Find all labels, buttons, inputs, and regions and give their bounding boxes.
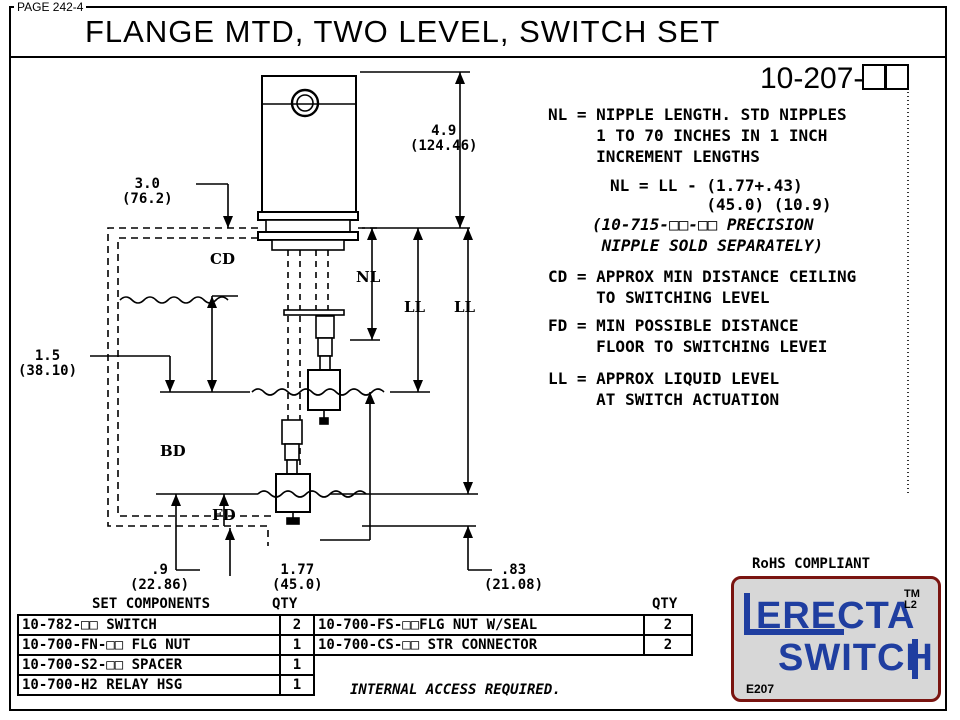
left-part: 10-782-□□ SWITCH [17,614,281,636]
arrow-icon [455,216,465,228]
qty-header-right: QTY [652,596,678,612]
right-qty: 2 [643,614,693,636]
note-formula-1: NL = LL - (1.77+.43) [610,176,803,195]
note-nl-1: NL = NIPPLE LENGTH. STD NIPPLES [548,105,847,124]
label-cd: CD [210,250,235,268]
rohs-label: RoHS COMPLIANT [752,556,871,572]
arrow-icon [225,528,235,540]
arrow-icon [367,328,377,340]
part-number-box [885,64,910,90]
label-ll-a: LL [404,298,426,316]
left-qty: 1 [279,654,315,676]
components-table: 10-782-□□ SWITCH 2 10-700-FS-□□FLG NUT W… [17,614,693,696]
left-qty: 2 [279,614,315,636]
right-qty: 2 [643,634,693,656]
internal-access-note: INTERNAL ACCESS REQUIRED. [350,682,561,698]
upper-connector [315,315,335,339]
arrow-icon [463,482,473,494]
arrow-icon [171,494,181,506]
left-part: 10-700-S2-□□ SPACER [17,654,281,676]
housing-port-inner [296,94,314,112]
logo-word-erecta: ERECTA [756,595,916,637]
arrow-icon [413,228,423,240]
table-row: 10-700-S2-□□ SPACER 1 [17,654,692,676]
table-row: 10-700-H2 RELAY HSG 1 [17,674,692,696]
left-qty: 1 [279,674,315,696]
left-part: 10-700-H2 RELAY HSG [17,674,281,696]
right-part: 10-700-CS-□□ STR CONNECTOR [313,634,645,656]
note-precision-2: NIPPLE SOLD SEPARATELY) [592,236,824,255]
note-ll-2: AT SWITCH ACTUATION [548,390,780,409]
left-part: 10-700-FN-□□ FLG NUT [17,634,281,656]
lower-connector [281,419,303,445]
arrow-icon [207,296,217,308]
logo-code: E207 [746,682,775,696]
flange-spacer [271,239,345,251]
flange-seal [257,231,359,241]
part-number: 10-207- [760,62,910,96]
label-nl: NL [356,268,381,286]
note-ll-1: LL = APPROX LIQUID LEVEL [548,369,780,388]
part-number-text: 10-207- [760,62,864,95]
arrow-icon [223,216,233,228]
relay-housing [261,75,357,213]
arrow-icon [165,380,175,392]
arrow-icon [455,72,465,84]
note-formula-2: (45.0) (10.9) [610,195,832,214]
flange-nut [265,219,351,233]
logo-tm: TM L2 [904,588,920,611]
label-ll-b: LL [454,298,476,316]
table-row: 10-782-□□ SWITCH 2 10-700-FS-□□FLG NUT W… [17,614,693,636]
note-cd-2: TO SWITCHING LEVEL [548,288,770,307]
arrow-icon [207,380,217,392]
arrow-icon [367,228,377,240]
note-cd-1: CD = APPROX MIN DISTANCE CEILING [548,267,857,286]
upper-nipple-collar [283,309,345,316]
note-fd-2: FLOOR TO SWITCHING LEVEI [548,337,828,356]
arrow-icon [463,526,473,538]
set-components-header: SET COMPONENTS [92,596,211,612]
dim-1-77: 1.77 (45.0) [272,562,323,593]
arrow-icon [463,228,473,240]
right-part: 10-700-FS-□□FLG NUT W/SEAL [313,614,645,636]
note-nl-2: 1 TO 70 INCHES IN 1 INCH [548,126,828,145]
lower-level-wave [257,490,367,498]
dim-1-5: 1.5 (38.10) [18,348,78,379]
housing-port-icon [290,88,320,118]
dim-4-9: 4.9 (124.46) [410,123,478,154]
note-nl-3: INCREMENT LENGTHS [548,147,760,166]
upper-float-switch [307,369,341,411]
dim-3-0: 3.0 (76.2) [122,176,173,207]
arrow-icon [365,392,375,404]
label-fd: FD [212,506,236,524]
dim-0-83: .83 (21.08) [484,562,544,593]
qty-header-left: QTY [272,596,298,612]
flange-plate [257,211,359,221]
logo-word-switch: SWITCH [778,637,934,679]
note-fd-1: FD = MIN POSSIBLE DISTANCE [548,316,799,335]
left-qty: 1 [279,634,315,656]
title-bar [9,6,947,58]
arrow-icon [413,380,423,392]
note-precision-1: (10-715-□□-□□ PRECISION [592,215,814,234]
dim-0-9: .9 (22.86) [130,562,190,593]
label-bd: BD [160,442,186,460]
upper-level-wave [251,388,385,396]
page-title: FLANGE MTD, TWO LEVEL, SWITCH SET [85,14,721,49]
arrow-icon [219,494,229,506]
tank-inner-wall [117,237,272,517]
table-row: 10-700-FN-□□ FLG NUT 1 10-700-CS-□□ STR … [17,634,693,656]
page-label: PAGE 242-4 [14,0,87,14]
erecta-switch-logo: ERECTA SWITCH TM L2 E207 [731,576,941,702]
